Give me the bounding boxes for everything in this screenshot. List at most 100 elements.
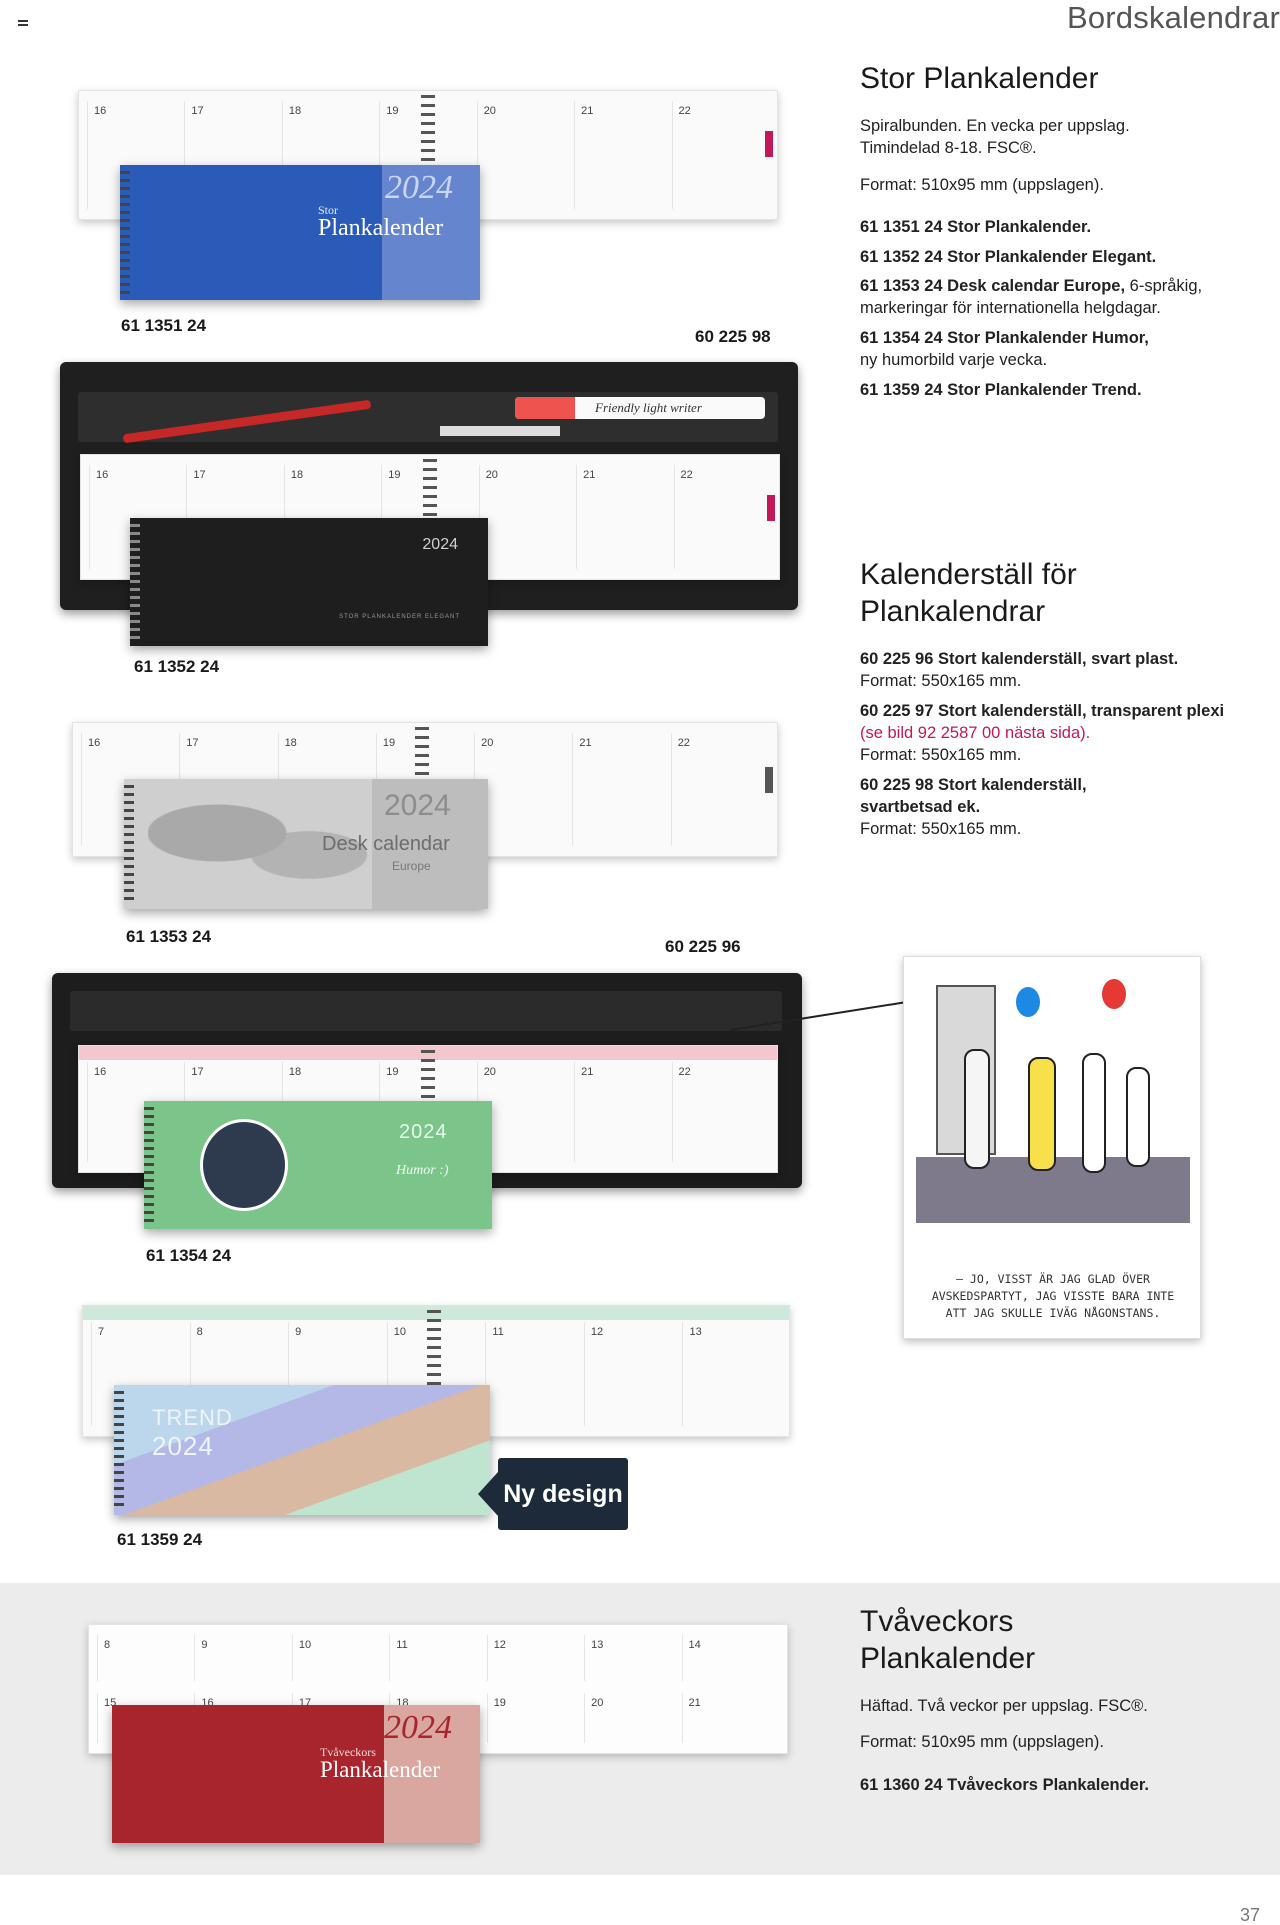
cover-trend: TREND 2024 (114, 1385, 490, 1515)
section-title-stor: Stor Plankalender (860, 62, 1099, 95)
humor-cartoon: – JO, VISST ÄR JAG GLAD ÖVER AVSKEDSPART… (903, 956, 1201, 1339)
product-code: 60 225 98 (695, 327, 771, 346)
cover-small: Stor (318, 203, 339, 217)
figure (964, 1049, 990, 1169)
day-col: 16 (89, 465, 186, 569)
product-code: 61 1351 24 (121, 316, 207, 335)
cover-sub: Europe (392, 859, 431, 873)
day-col: 13 (682, 1322, 781, 1426)
day-col: 12 (486, 1635, 584, 1681)
stor-format: Format: 510x95 mm (uppslagen). (860, 176, 1104, 194)
cover-humor: 2024 Humor :) (144, 1101, 492, 1229)
day-col: 20 (474, 733, 572, 846)
stall-title-1: Kalenderställ för (860, 558, 1077, 591)
stor-item-1353-extra: 6-språkig, (1125, 277, 1203, 295)
day-col: 22 (670, 733, 769, 846)
day-col: 8 (97, 1635, 194, 1681)
day-col: 11 (485, 1322, 584, 1426)
day-col: 16 (87, 1062, 184, 1162)
day-col: 17 (184, 101, 281, 209)
cover-desk-europe: 2024 Desk calendar Europe (124, 779, 488, 909)
cover-year: 2024 (384, 789, 451, 822)
product-code: 61 1352 24 (134, 657, 220, 676)
cover-name: Humor :) (396, 1163, 449, 1178)
day-col: 9 (194, 1635, 291, 1681)
stor-item-1353-extra2: markeringar för internationella helgdaga… (860, 299, 1161, 317)
day-col: 19 (381, 465, 478, 569)
stall-item1-code: 60 225 96 Stort kalenderställ, svart pla… (860, 650, 1179, 668)
day-col: 8 (189, 1322, 289, 1426)
tva-format: Format: 510x95 mm (uppslagen). (860, 1733, 1104, 1751)
stor-item-1354-code: 61 1354 24 Stor Plankalender Humor, (860, 329, 1149, 347)
menu-icon[interactable] (18, 20, 28, 28)
day-col: 13 (584, 1635, 681, 1681)
stall-item3-line2: svartbetsad ek. (860, 798, 981, 816)
cover-stor-plankalender: 2024 Stor Plankalender (120, 165, 480, 300)
page-number: 37 (1239, 1905, 1260, 1925)
product-code: 60 225 96 (665, 937, 741, 956)
cover-year: 2024 (422, 536, 458, 553)
day-col: 14 (681, 1635, 779, 1681)
cover-name: Desk calendar (322, 833, 450, 855)
day-col: 20 (478, 465, 576, 569)
balloon-red (1102, 979, 1126, 1009)
product-code: 61 1353 24 (126, 927, 212, 946)
day-col: 18 (283, 465, 381, 569)
day-col: 21 (574, 1062, 671, 1162)
badge-arrow (478, 1472, 498, 1516)
day-col: 21 (681, 1693, 779, 1743)
day-col: 18 (281, 101, 379, 209)
day-col: 11 (389, 1635, 486, 1681)
figure (1126, 1067, 1150, 1167)
stor-item-1353-code: 61 1353 24 Desk calendar Europe, (860, 277, 1126, 295)
stor-item-1353: 61 1353 24 Desk calendar Europe, 6-språk… (860, 275, 1260, 319)
cover-tvaveckors: 2024 Tvåveckors Plankalender (112, 1705, 480, 1843)
cover-year: 2024 (152, 1431, 214, 1461)
stall-item2-code: 60 225 97 Stort kalenderställ, transpare… (860, 702, 1225, 720)
day-col: 22 (671, 1062, 769, 1162)
day-col: 19 (486, 1693, 584, 1743)
stall-item3-line1: 60 225 98 Stort kalenderställ, (860, 776, 1087, 794)
cover-sub: STOR PLANKALENDER ELEGANT (339, 614, 460, 620)
day-col: 10 (386, 1322, 486, 1426)
figure (1082, 1053, 1106, 1173)
tva-title-2: Plankalender (860, 1642, 1036, 1675)
cover-elegant: 2024 STOR PLANKALENDER ELEGANT (130, 518, 488, 646)
stall-item1-format: Format: 550x165 mm. (860, 672, 1022, 690)
cover-small: Tvåveckors (320, 1745, 376, 1759)
stor-desc1: Spiralbunden. En vecka per uppslag. (860, 117, 1130, 135)
day-col: 20 (476, 101, 574, 209)
day-col: 19 (379, 101, 476, 209)
tva-desc: Häftad. Två veckor per uppslag. FSC®. (860, 1697, 1148, 1715)
day-col: 22 (671, 101, 769, 209)
product-code: 61 1359 24 (117, 1530, 203, 1549)
figure (1028, 1057, 1056, 1171)
stall-item3-format: Format: 550x165 mm. (860, 820, 1022, 838)
cover-name: Plankalender (320, 1757, 441, 1782)
new-design-badge: Ny design (498, 1458, 628, 1530)
day-col: 21 (576, 465, 673, 569)
day-col: 22 (673, 465, 771, 569)
day-col: 7 (91, 1322, 190, 1426)
humor-illustration (200, 1119, 288, 1211)
product-code: 61 1354 24 (146, 1246, 232, 1265)
stor-item-1354-extra2: ny humorbild varje vecka. (860, 351, 1048, 369)
stor-item-1354: 61 1354 24 Stor Plankalender Humor, ny h… (860, 327, 1260, 371)
stall-item2-ref[interactable]: (se bild 92 2587 00 nästa sida). (860, 724, 1091, 742)
day-col: 16 (81, 733, 179, 846)
cover-name: TREND (152, 1405, 233, 1430)
stall-item2-format: Format: 550x165 mm. (860, 746, 1022, 764)
stor-item-1359: 61 1359 24 Stor Plankalender Trend. (860, 381, 1142, 399)
day-col: 9 (288, 1322, 387, 1426)
day-col: 17 (186, 465, 283, 569)
stall-title-2: Plankalendrar (860, 595, 1046, 628)
highlighter: Friendly light writer (515, 397, 765, 419)
section-title-tva: Tvåveckors Plankalender (860, 1603, 1035, 1677)
cartoon-caption: – JO, VISST ÄR JAG GLAD ÖVER AVSKEDSPART… (931, 1272, 1175, 1320)
day-col: 16 (87, 101, 184, 209)
stall-item3-code: 60 225 98 Stort kalenderställ, svartbets… (860, 774, 1087, 818)
day-col: 21 (574, 101, 671, 209)
cover-year: 2024 (385, 169, 453, 206)
map-shape (148, 789, 378, 899)
day-col: 10 (291, 1635, 389, 1681)
